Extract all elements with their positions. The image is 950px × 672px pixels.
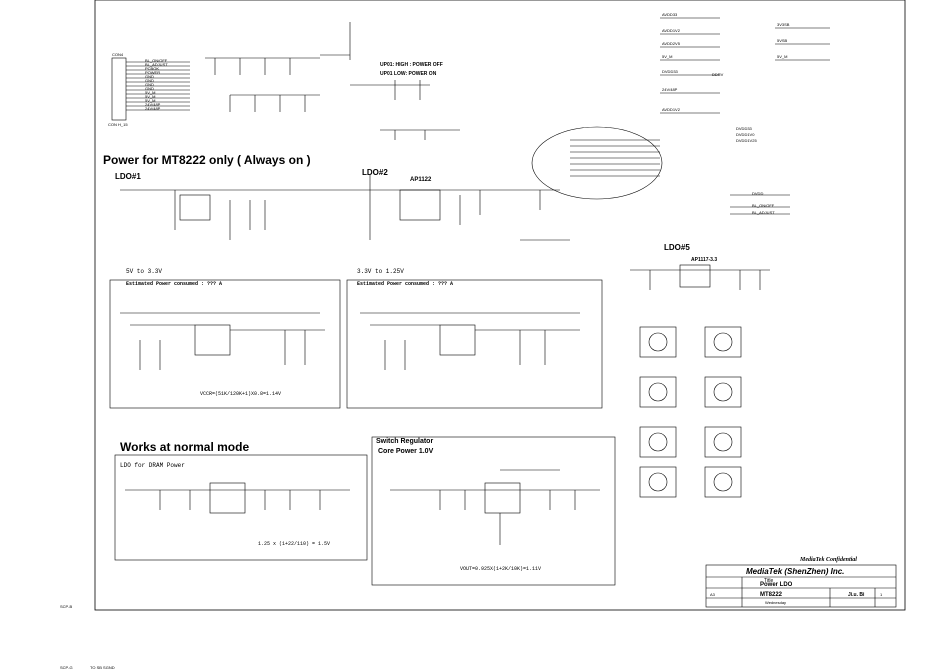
net-top-right-7: 24V/48P — [662, 87, 678, 92]
net-top-right-6: DDRV — [712, 72, 724, 77]
connector-pin-6: GND — [145, 78, 154, 83]
net-top-right-3: AVDD2V5 — [662, 41, 680, 46]
upd1-high-note: UP01: HIGH : POWER OFF — [380, 62, 443, 68]
v5-to-3v3-label: 5V to 3.3V — [126, 268, 163, 275]
connector-pin-4: POWER — [145, 70, 161, 75]
title-label: Title — [764, 578, 774, 584]
heading-power-always-on: Power for MT8222 only ( Always on ) — [103, 153, 311, 167]
designer: Ji.u. Bi — [848, 592, 865, 598]
company-name: MediaTek (ShenZhen) Inc. — [746, 567, 845, 576]
size-label: A3 — [710, 592, 715, 597]
confidential-label: MediaTek Confidential — [800, 557, 857, 563]
connector-pin-12: 24V/48P — [145, 102, 161, 107]
connector-pin-1: BL_ON/OFF — [145, 58, 168, 63]
title-value: Power LDO — [760, 582, 793, 588]
date: Wednesday — [765, 600, 787, 605]
net-top-right-2: AVDD1V2 — [662, 28, 680, 33]
connector-pin-8: GND — [145, 86, 154, 91]
net-top-right-11: 5V_M — [777, 54, 788, 59]
heading-switch-regulator: Switch Regulator — [376, 438, 434, 445]
net-top-right-10: 5VSB — [777, 38, 788, 43]
ap1122-label: AP1122 — [410, 177, 432, 183]
ldo-dram-title: LDO for DRAM Power — [120, 462, 185, 469]
connector-pin-5: GND — [145, 74, 154, 79]
vout-formula: VOUT=0.925X(1+2K/10K)=1.11V — [460, 566, 542, 572]
net-top-right-4: 5V_M — [662, 54, 673, 59]
connector-pin-11: 5V_M — [145, 98, 156, 103]
net-right-3: BL_ADJUST — [752, 210, 775, 215]
connector-pin-10: 5V_M — [145, 94, 156, 99]
net-right-1: DVDD — [752, 191, 764, 196]
net-top-right-9: 3V3SB — [777, 22, 790, 27]
vccr-formula: VCCR=(51K/120K+1)X0.8=1.14V — [200, 391, 282, 397]
dram-formula: 1.25 x (1+22/110) = 1.5V — [258, 541, 331, 547]
margin-bottom-left-a: SCP-G — [60, 665, 73, 670]
net-top-right-1: AVDD33 — [662, 12, 678, 17]
estimated-power-2: Estimated Power consumed : ??? A — [357, 281, 454, 287]
connector-pin-7: GND — [145, 82, 154, 87]
net-top-right-14: DVDD1V25 — [736, 138, 757, 143]
v3v3-to-1v25-label: 3.3V to 1.25V — [357, 268, 404, 275]
ldo1-label: LDO#1 — [115, 172, 141, 181]
connector-pin-9: 5V_M — [145, 90, 156, 95]
ldo2-label: LDO#2 — [362, 168, 388, 177]
connector-pin-2: BL_ADJUST — [145, 62, 168, 67]
ldo5-label: LDO#5 — [664, 243, 690, 252]
estimated-power-1: Estimated Power consumed : ??? A — [126, 281, 223, 287]
connector-ref: CON4 — [112, 52, 124, 57]
upd1-low-note: UP01 LOW: POWER ON — [380, 71, 437, 77]
net-top-right-5: DVDD33 — [662, 69, 678, 74]
ap1117-label: AP1117-3.3 — [691, 257, 718, 263]
doc-number: MT8222 — [760, 592, 783, 598]
net-right-2: BL_ON/OFF — [752, 203, 775, 208]
net-top-right-13: DVDD1V0 — [736, 132, 755, 137]
net-top-right-12: DVDD33 — [736, 126, 752, 131]
heading-normal-mode: Works at normal mode — [120, 440, 250, 454]
rev: 1 — [880, 592, 883, 597]
net-top-right-8: AVDD1V2 — [662, 107, 680, 112]
margin-bottom-left-b: TO SB SGND — [90, 665, 115, 670]
connector-footer: CON H_15 — [108, 122, 128, 127]
heading-core-power: Core Power 1.0V — [378, 448, 434, 455]
connector-pin-13: 24V/48P — [145, 106, 161, 111]
connector-pin-3: PCBOK — [145, 66, 160, 71]
margin-top-left: SCP-B — [60, 604, 73, 609]
